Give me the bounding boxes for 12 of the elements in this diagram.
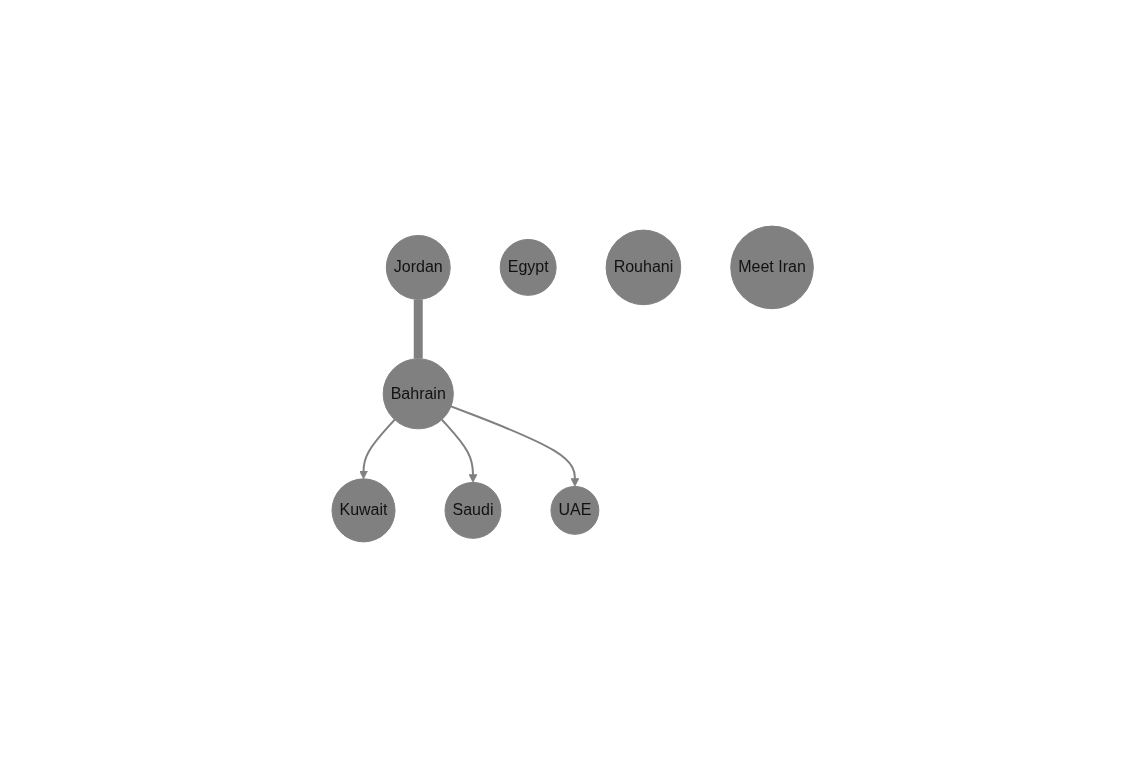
- arrow: [449, 404, 580, 487]
- node-circle: Meet Iran: [730, 225, 814, 309]
- node-circle: Jordan: [385, 234, 451, 300]
- node-circle: Kuwait: [331, 477, 396, 542]
- node-circle: UAE: [550, 485, 600, 535]
- arrow: [358, 418, 396, 479]
- node-circle: Bahrain: [382, 357, 454, 429]
- connector: [413, 298, 423, 359]
- arrow: [440, 418, 478, 483]
- node-circle: Egypt: [499, 238, 557, 296]
- node-circle: Saudi: [444, 481, 502, 539]
- node-circle: Rouhani: [605, 229, 682, 305]
